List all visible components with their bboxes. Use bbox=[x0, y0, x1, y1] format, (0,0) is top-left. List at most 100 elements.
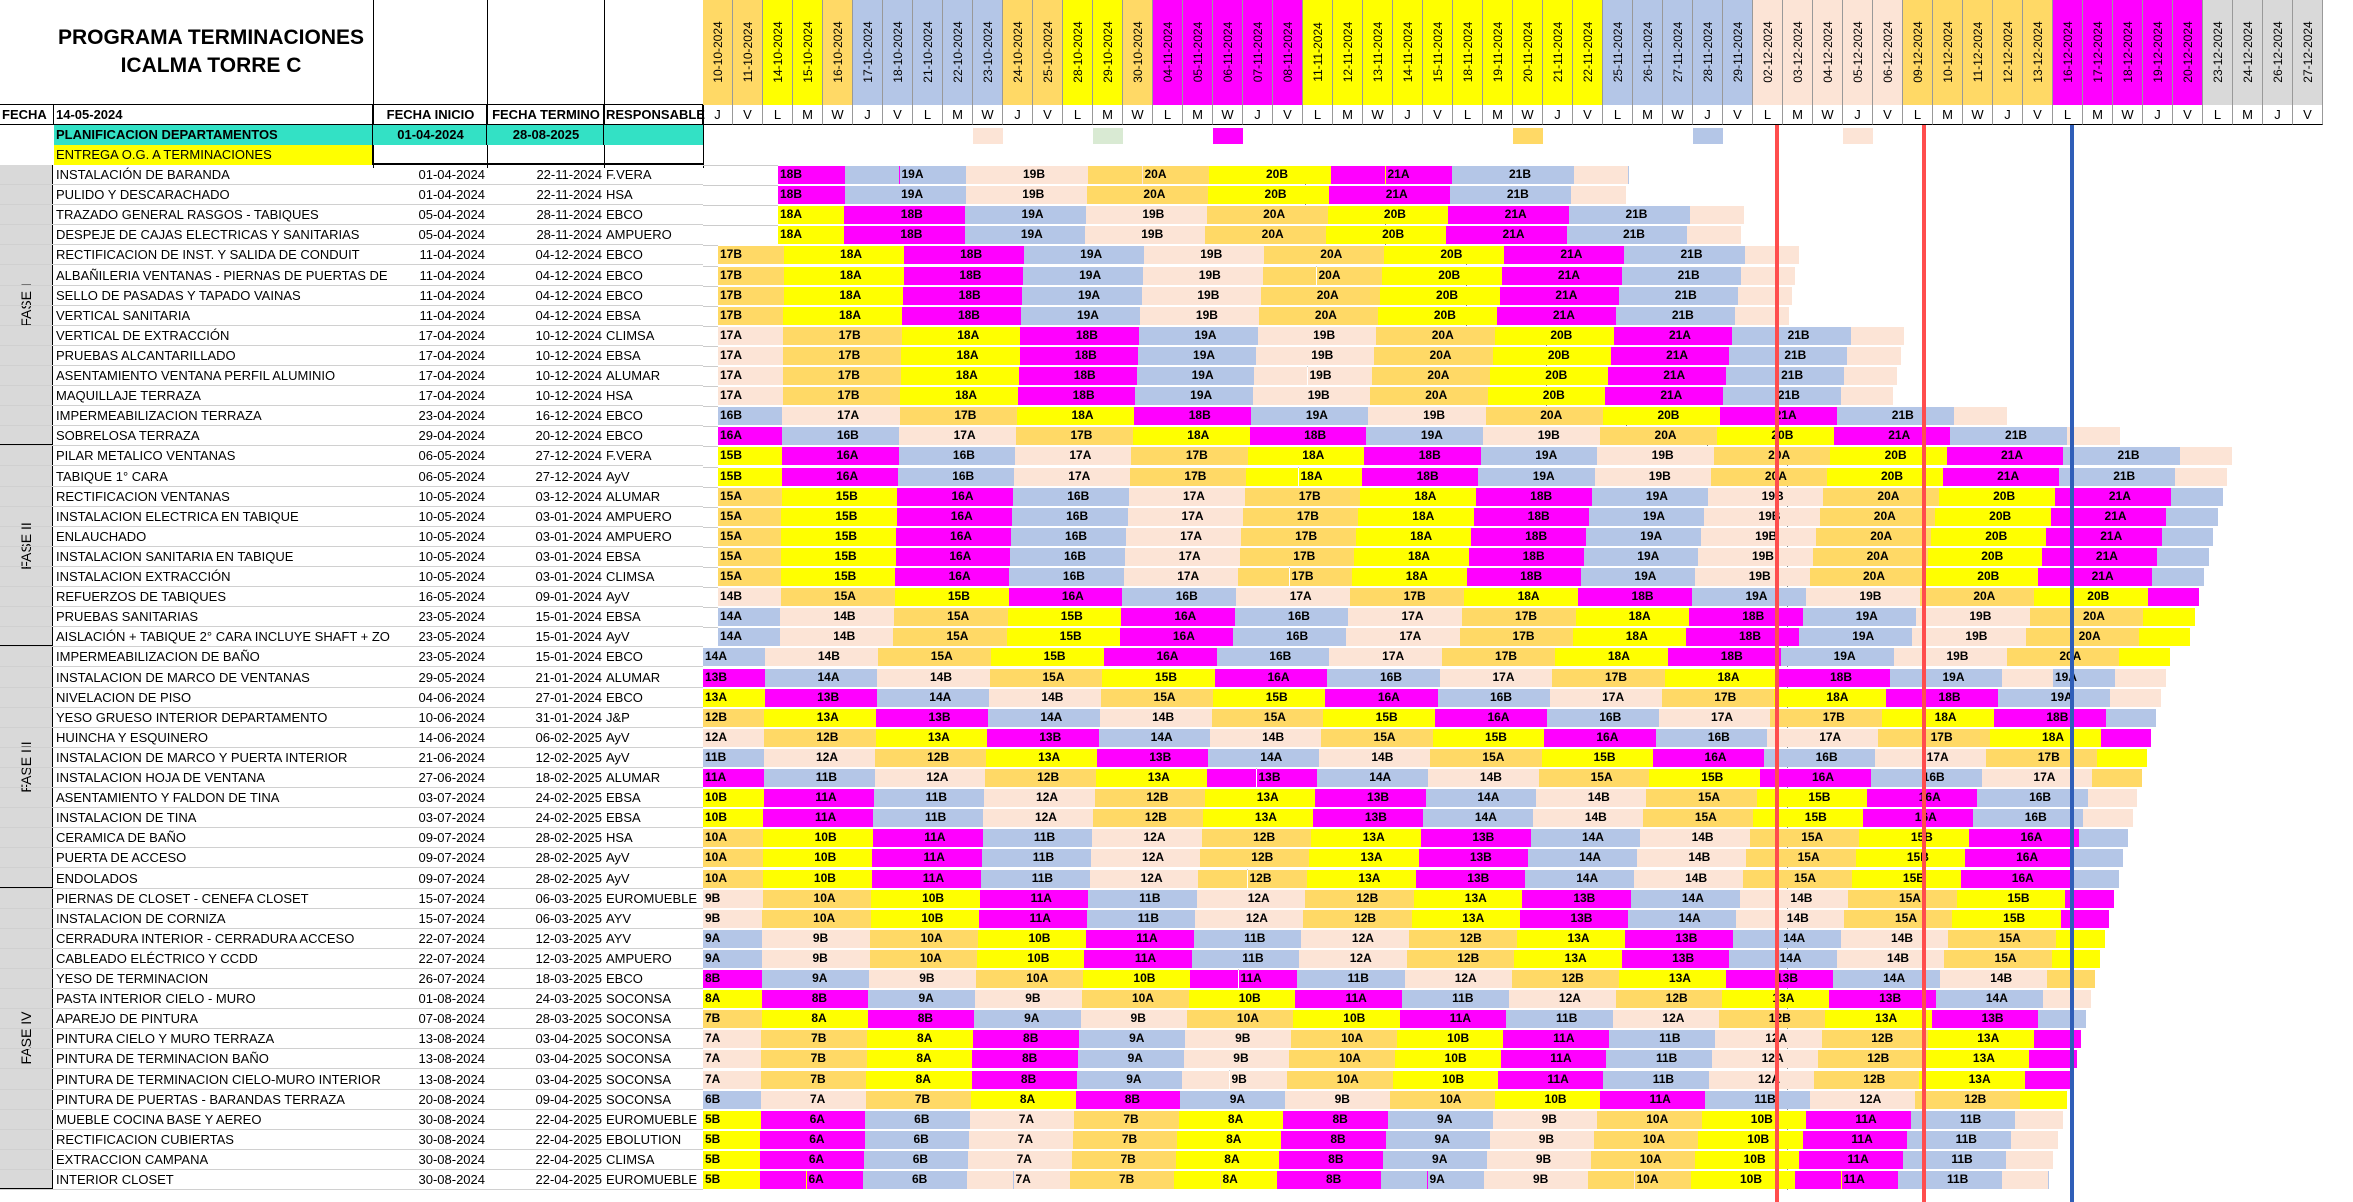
planning-end: 28-08-2025 bbox=[487, 125, 604, 145]
start-date: 23-05-2024 bbox=[418, 649, 486, 665]
unit-label: 18A bbox=[1517, 589, 1540, 604]
unit-label: 13B bbox=[928, 709, 951, 724]
unit-label: 18A bbox=[955, 388, 978, 403]
gantt-bar-segment bbox=[1264, 245, 1319, 265]
gantt-bar-segment bbox=[1193, 928, 1243, 948]
gantt-bar-segment bbox=[760, 1089, 808, 1109]
unit-label: 16B bbox=[1286, 629, 1309, 644]
gantt-bar-segment bbox=[1020, 325, 1074, 345]
unit-label: 12B bbox=[1561, 971, 1584, 985]
unit-label: 16A bbox=[1267, 669, 1290, 684]
unit-label: 17A bbox=[1181, 508, 1204, 523]
weekday-label: M bbox=[2233, 105, 2263, 125]
gantt-bar-segment bbox=[1249, 426, 1303, 446]
date-label: 18-12-2024 bbox=[2120, 21, 2135, 83]
gantt-bar-segment bbox=[1325, 687, 1376, 707]
unit-label: 21A bbox=[1555, 287, 1578, 302]
gantt-bar-segment bbox=[1530, 828, 1580, 848]
unit-label: 17B bbox=[720, 287, 743, 302]
gantt-bar-segment bbox=[2074, 848, 2124, 868]
unit-label: 15A bbox=[833, 589, 856, 604]
unit-label: 20B bbox=[1884, 448, 1907, 463]
gantt-bar-segment bbox=[1319, 747, 1370, 767]
unit-label: 20B bbox=[2087, 589, 2110, 604]
milestone-mark bbox=[1693, 127, 1723, 144]
gantt-bar-segment bbox=[1452, 165, 1507, 184]
unit-label: 15B bbox=[1911, 828, 1933, 847]
task-name: INSTALACION HOJA DE VENTANA bbox=[56, 770, 266, 785]
weekday-label: W bbox=[2113, 105, 2143, 125]
end-date: 27-12-2024 bbox=[535, 468, 603, 484]
date-label: 09-12-2024 bbox=[1910, 21, 1925, 83]
gantt-bar-segment bbox=[1586, 526, 1639, 546]
unit-label: 16B bbox=[1067, 488, 1090, 503]
unit-label: 8B bbox=[1023, 1031, 1039, 1046]
unit-label: 15B bbox=[2003, 910, 2026, 925]
unit-label: 9A bbox=[705, 930, 721, 945]
unit-label: 12B bbox=[1871, 1031, 1894, 1046]
unit-label: 7A bbox=[1015, 1172, 1031, 1186]
gantt-bar-segment bbox=[780, 607, 832, 627]
unit-label: 14B bbox=[1786, 910, 1809, 925]
gantt-bar-segment bbox=[1572, 627, 1624, 647]
unit-label: 11B bbox=[1347, 971, 1369, 985]
unit-label: 13B bbox=[1776, 971, 1799, 985]
unit-label: 15A bbox=[1373, 729, 1396, 744]
start-date: 13-08-2024 bbox=[418, 1071, 486, 1087]
gantt-bar-segment bbox=[893, 627, 945, 647]
milestone-mark bbox=[1093, 127, 1123, 144]
gantt-bar-segment bbox=[1549, 687, 1601, 707]
date-column-header: 15-11-2024 bbox=[1423, 0, 1453, 105]
unit-label: 13B bbox=[1573, 890, 1596, 905]
gantt-bar-segment bbox=[964, 225, 1019, 245]
gantt-bar-segment bbox=[2147, 587, 2200, 607]
gantt-bar-segment bbox=[1613, 325, 1667, 345]
gantt-bar-segment bbox=[1867, 788, 1917, 808]
unit-label: 21A bbox=[1502, 227, 1525, 242]
unit-label: 13A bbox=[927, 729, 950, 744]
gantt-bar-segment bbox=[1742, 868, 1792, 888]
unit-label: 9B bbox=[1533, 1172, 1549, 1186]
unit-label: 19B bbox=[1965, 629, 1988, 644]
unit-label: 19B bbox=[1423, 408, 1446, 423]
gantt-bar-segment bbox=[1848, 888, 1897, 908]
gantt-bar-segment bbox=[977, 928, 1027, 948]
unit-label: 13B bbox=[1258, 770, 1281, 784]
unit-label: 14A bbox=[1883, 971, 1906, 985]
gantt-bar-segment bbox=[1621, 948, 1671, 968]
unit-label: 13A bbox=[1968, 1071, 1991, 1086]
gantt-bar-segment bbox=[980, 868, 1030, 888]
unit-label: 19A bbox=[1535, 448, 1558, 463]
end-date: 22-04-2025 bbox=[535, 1172, 603, 1187]
unit-label: 11A bbox=[1550, 1051, 1572, 1066]
gantt-bar-segment bbox=[1072, 1129, 1120, 1149]
unit-label: 21B bbox=[1891, 408, 1914, 423]
gantt-bar-segment bbox=[1358, 506, 1411, 526]
gantt-bar-segment bbox=[2119, 647, 2171, 667]
gantt-bar-segment bbox=[970, 1089, 1018, 1109]
gantt-bar-segment bbox=[1395, 1049, 1443, 1069]
gantt-bar-segment bbox=[1356, 526, 1409, 546]
gantt-bar-segment bbox=[978, 908, 1028, 928]
gantt-bar-segment bbox=[1074, 1109, 1122, 1129]
responsible: SOCONSA bbox=[606, 991, 672, 1007]
weekday-label: V bbox=[1573, 105, 1603, 125]
unit-label: 7B bbox=[914, 1091, 931, 1106]
gantt-bar-segment bbox=[1571, 185, 1626, 205]
gantt-bar-segment bbox=[1093, 808, 1143, 828]
unit-label: 8B bbox=[1330, 1131, 1346, 1146]
gantt-bar-segment bbox=[1252, 386, 1306, 406]
unit-label: 20A bbox=[1261, 227, 1284, 242]
unit-label: 6B bbox=[914, 1111, 930, 1126]
unit-label: 12B bbox=[1964, 1091, 1987, 1106]
responsible: CLIMSA bbox=[606, 327, 655, 343]
unit-label: 9B bbox=[705, 910, 721, 925]
unit-label: 14A bbox=[1678, 910, 1701, 925]
unit-label: 17A bbox=[720, 388, 743, 403]
gantt-bar-segment bbox=[2078, 828, 2129, 848]
unit-label: 8A bbox=[705, 991, 721, 1006]
